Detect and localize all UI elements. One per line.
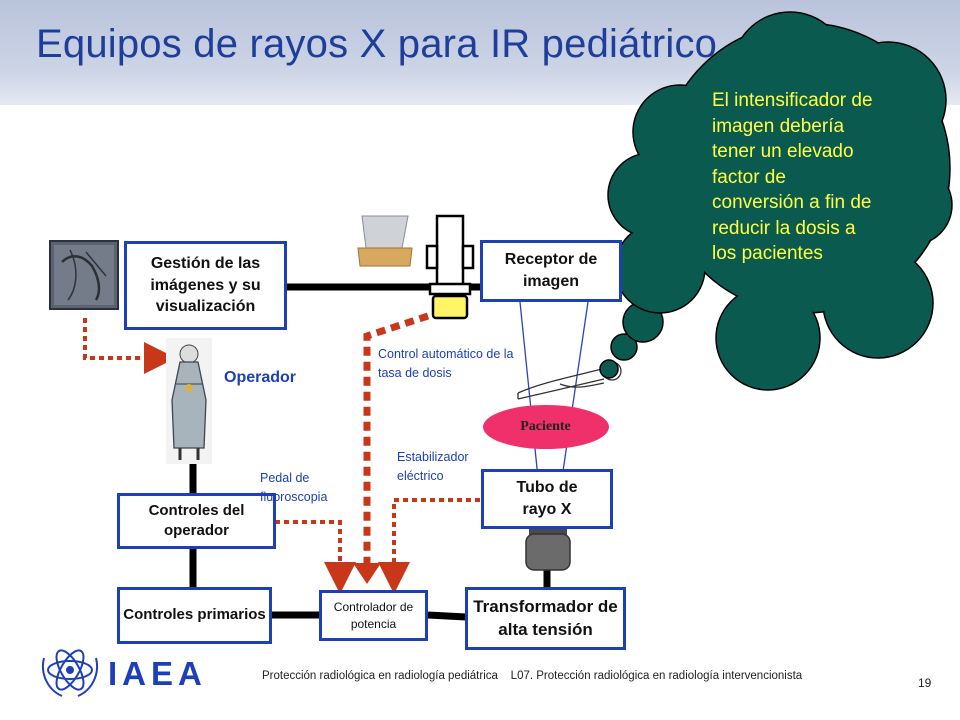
iaea-emblem-icon bbox=[42, 649, 98, 697]
aec-label: Control automático de la tasa de dosis bbox=[378, 347, 514, 381]
xray-beam bbox=[519, 301, 589, 479]
angiogram-image bbox=[49, 240, 119, 310]
image-management-box: Gestión de las imágenes y su visualizaci… bbox=[124, 241, 287, 330]
image-receptor-box: Receptor de imagen bbox=[480, 240, 622, 302]
page-number: 19 bbox=[918, 676, 932, 690]
stabilizer-label: Estabilizador eléctrico bbox=[397, 450, 469, 484]
dotted-arrows bbox=[83, 318, 480, 594]
operator-controls-box: Controles del operador bbox=[117, 493, 276, 549]
pedal-label: Pedal de fluoroscopia bbox=[260, 471, 328, 505]
aec-arrow bbox=[353, 312, 430, 584]
callout-text: El intensificador de imagen debería tene… bbox=[712, 90, 873, 264]
hv-transformer-box: Transformador de alta tensión bbox=[465, 587, 626, 650]
patient-label: Paciente bbox=[520, 419, 571, 434]
xray-tube-box: Tubo de rayo X bbox=[481, 469, 613, 529]
patient-ellipse bbox=[483, 405, 609, 449]
image-intensifier-icon bbox=[425, 214, 475, 320]
primary-controls-box: Controles primarios bbox=[117, 587, 272, 644]
intensifier-photo bbox=[350, 206, 418, 272]
footer-text: Protección radiológica en radiología ped… bbox=[262, 670, 803, 682]
iaea-logo-text: IAEA bbox=[108, 655, 207, 692]
operator-figure bbox=[166, 338, 212, 464]
operator-label: Operador bbox=[224, 369, 297, 386]
callout-cloud-fill bbox=[609, 13, 951, 389]
power-controller-box: Controlador de potencia bbox=[319, 590, 428, 641]
xray-tube-icon bbox=[525, 523, 571, 571]
slide-title: Equipos de rayos X para IR pediátrico bbox=[36, 22, 718, 66]
